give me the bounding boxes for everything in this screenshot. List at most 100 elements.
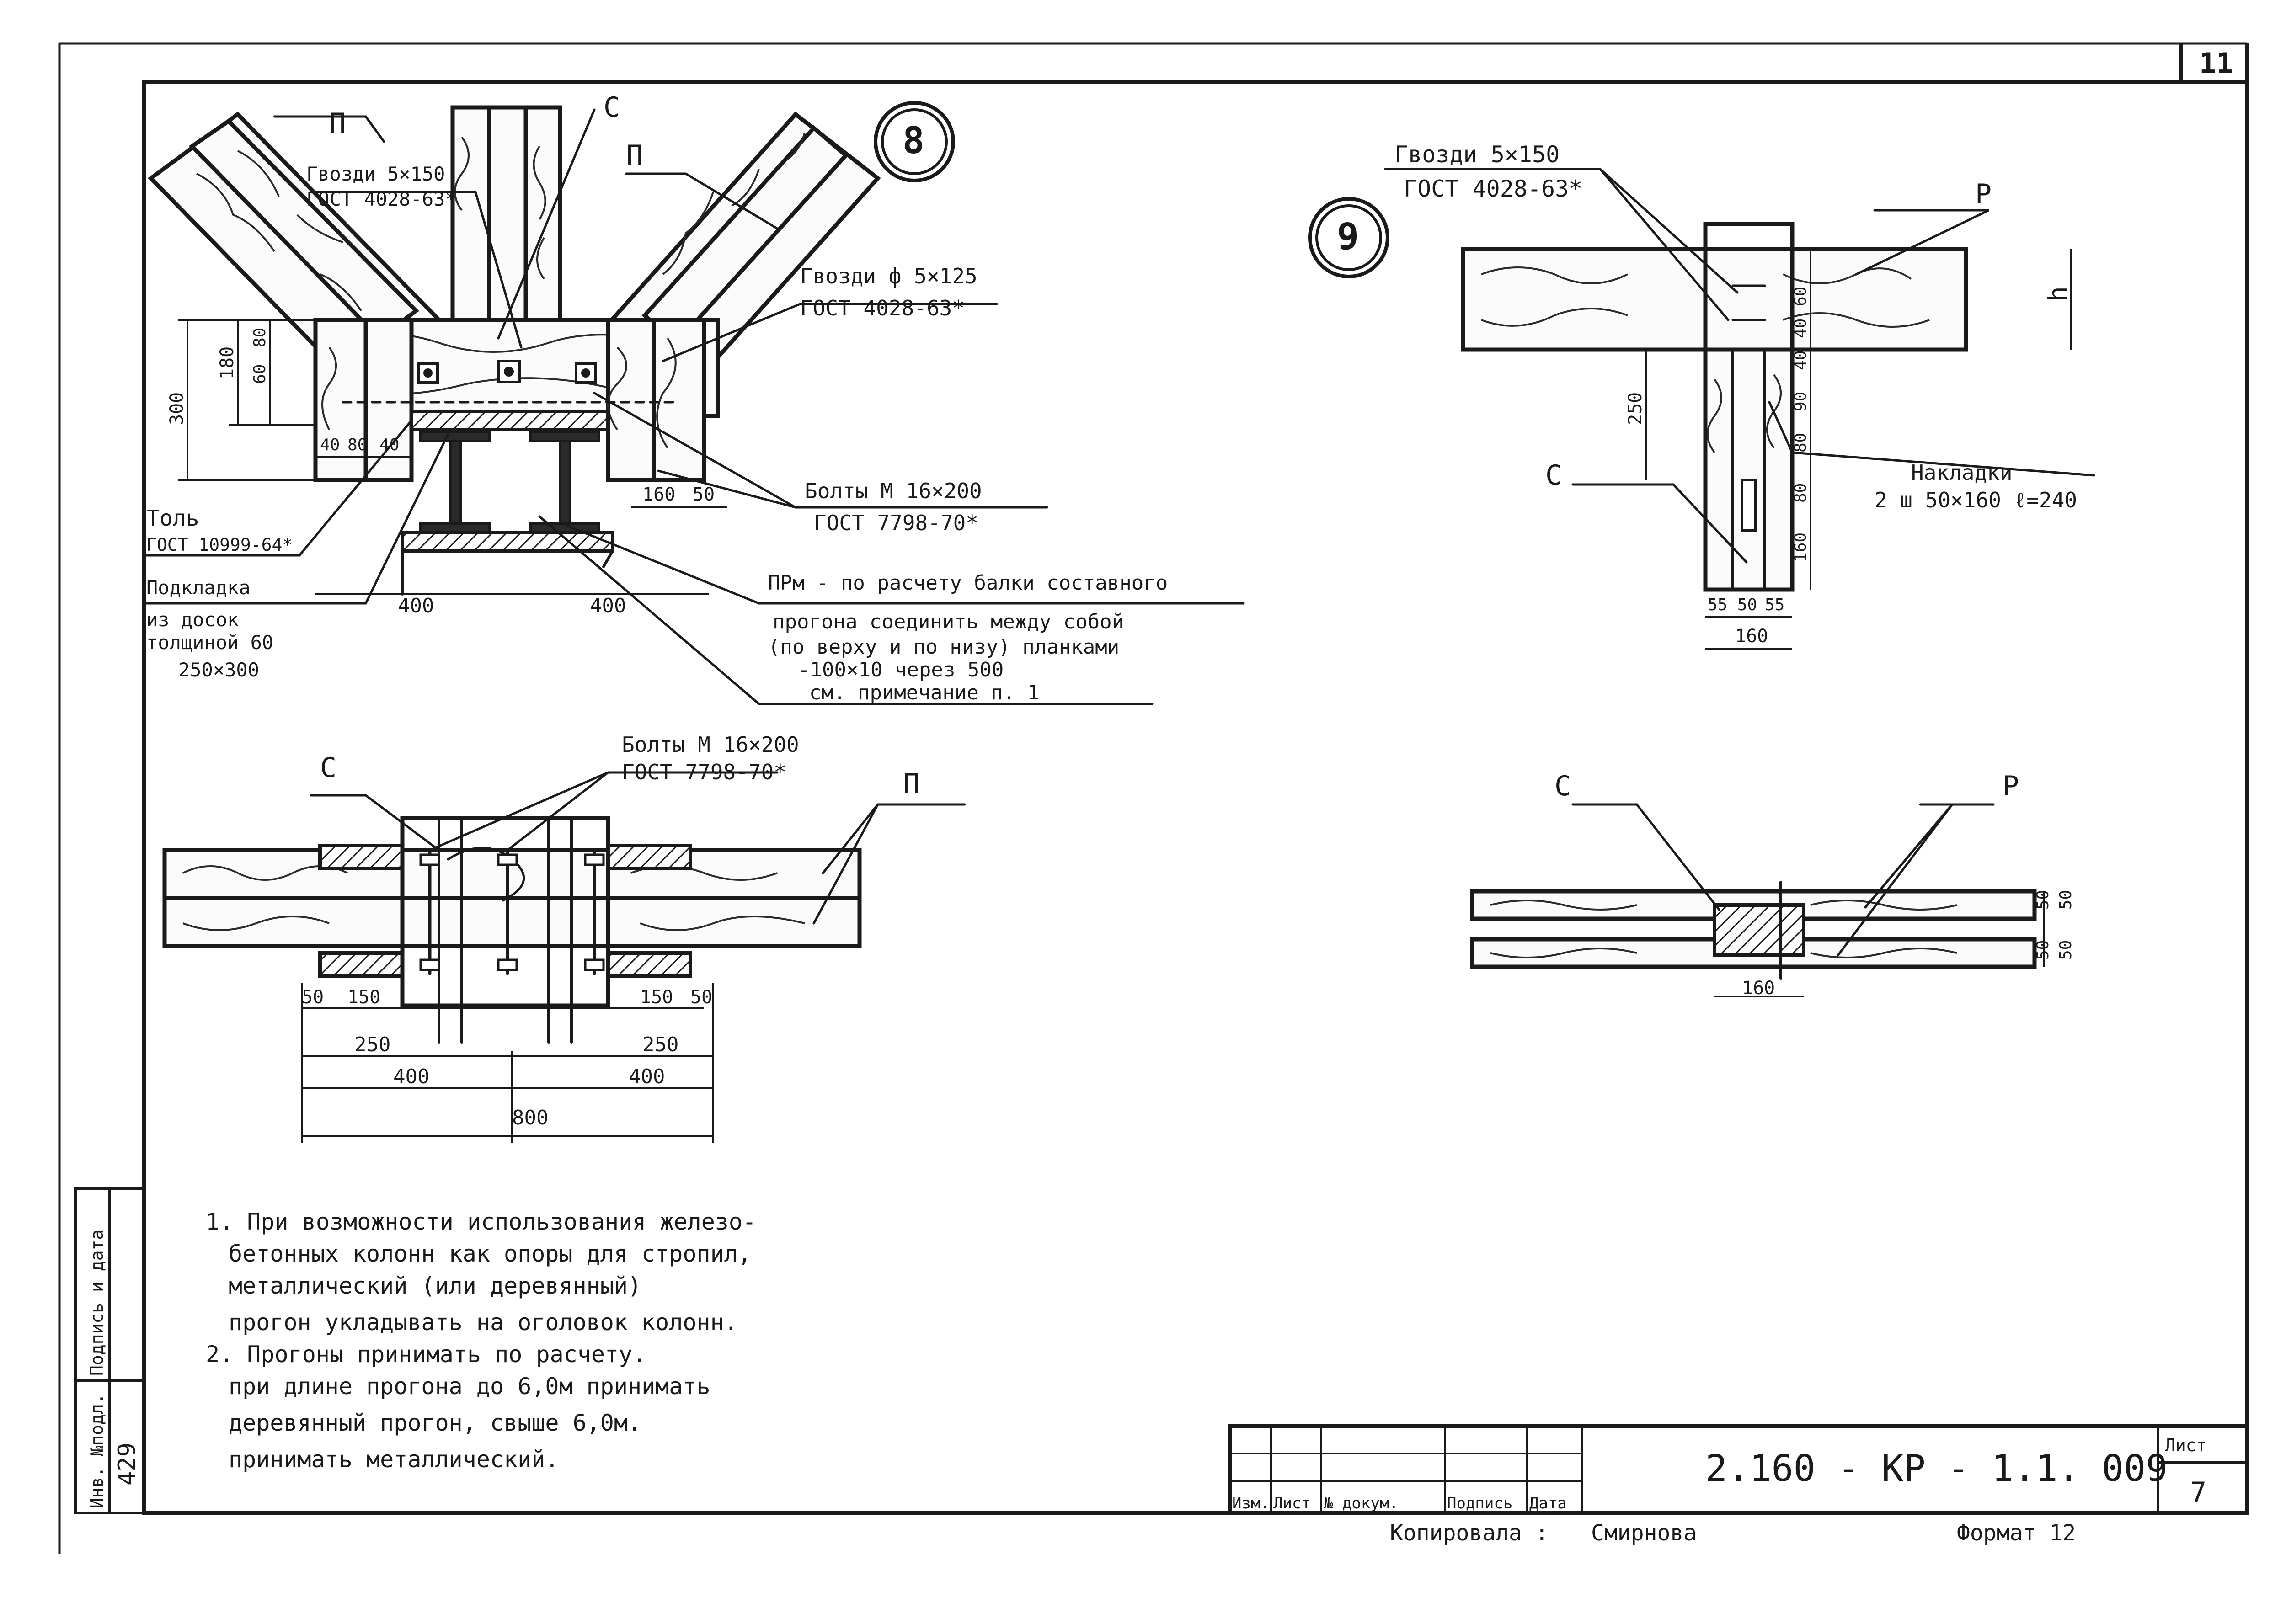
detail-9-labels: Гвозди 5×150 ГОСТ 4028-63* Р h С Накладк… [1394, 141, 2077, 647]
svg-text:60: 60 [251, 364, 269, 384]
svg-text:150: 150 [640, 987, 673, 1008]
prm-line5: см. примечание п. 1 [809, 681, 1039, 704]
nails-1-line2: ГОСТ 4028-63* [306, 188, 457, 210]
svg-text:80: 80 [1791, 433, 1810, 453]
drawing-code: 2.160 - КР - 1.1. 009 [1705, 1447, 2168, 1490]
svg-text:50: 50 [2056, 890, 2075, 910]
note-2-line2: при длине прогона до 6,0м принимать [229, 1373, 710, 1400]
svg-text:Изм.: Изм. [1232, 1494, 1270, 1512]
svg-text:Смирнова: Смирнова [1591, 1520, 1697, 1546]
pad-line2: из досок [146, 608, 239, 631]
detail-9-plan [1470, 803, 2045, 997]
detail-9-section: 9 [1308, 168, 2095, 650]
svg-text:40: 40 [1791, 351, 1810, 370]
svg-text:400: 400 [590, 594, 626, 618]
detail-8-plan [162, 771, 966, 1143]
svg-text:Дата: Дата [1529, 1494, 1567, 1512]
sheet-number: 11 [2199, 47, 2233, 80]
nails-1-line1: Гвозди 5×150 [306, 163, 445, 185]
note-1-line4: прогон укладывать на оголовок колонн. [229, 1309, 738, 1336]
svg-text:Гвозди 5×150: Гвозди 5×150 [1394, 141, 1560, 168]
note-1-line1: 1. При возможности использования железо- [206, 1209, 756, 1235]
svg-text:50: 50 [2034, 940, 2052, 960]
note-1-line3: металлический (или деревянный) [229, 1273, 641, 1299]
svg-text:250: 250 [642, 1033, 678, 1056]
svg-text:Лист: Лист [1273, 1494, 1311, 1512]
svg-text:55: 55 [1708, 596, 1727, 614]
pad-line1: Подкладка [146, 576, 251, 599]
svg-text:Подпись: Подпись [1447, 1494, 1512, 1512]
svg-text:80: 80 [251, 328, 269, 347]
svg-text:40: 40 [379, 436, 399, 454]
title-block: Изм. Лист № докум. Подпись Дата 2.160 - … [1228, 1424, 2249, 1515]
svg-text:160: 160 [1791, 532, 1810, 562]
pad-line4: 250×300 [178, 659, 259, 681]
svg-text:50: 50 [690, 987, 712, 1008]
note-2-line1: 2. Прогоны принимать по расчету. [206, 1341, 646, 1368]
note-2-line3: деревянный прогон, свыше 6,0м. [229, 1410, 641, 1436]
svg-text:180: 180 [217, 346, 238, 379]
prm-line2: прогона соединить между собой [773, 610, 1124, 634]
svg-text:150: 150 [347, 987, 380, 1008]
svg-text:7: 7 [2190, 1476, 2206, 1508]
svg-text:Копировала :: Копировала : [1390, 1520, 1549, 1546]
svg-text:400: 400 [629, 1065, 665, 1088]
svg-text:Лист: Лист [2165, 1435, 2207, 1455]
prm-line4: -100×10 через 500 [798, 658, 1004, 682]
detail-9-plan-labels: С Р 50 50 50 50 160 [1554, 770, 2075, 999]
tol-line2: ГОСТ 10999-64* [146, 535, 293, 555]
svg-text:160: 160 [1742, 978, 1775, 999]
note-1-line2: бетонных колонн как опоры для стропил, [229, 1241, 752, 1267]
prm-line1: ПРм - по расчету балки составного [768, 571, 1168, 595]
svg-text:Подпись и дата: Подпись и дата [87, 1230, 107, 1376]
footer: Копировала : Смирнова Формат 12 [1390, 1520, 2076, 1546]
svg-text:№ докум.: № докум. [1324, 1494, 1399, 1512]
detail-8-labels: П С П Гвозди 5×150 ГОСТ 4028-63* Гвозди … [146, 91, 1168, 704]
svg-text:400: 400 [393, 1065, 429, 1088]
svg-text:ГОСТ 7798-70*: ГОСТ 7798-70* [622, 760, 786, 784]
svg-text:h: h [2043, 286, 2073, 302]
svg-text:400: 400 [398, 594, 434, 618]
svg-text:50: 50 [693, 484, 715, 505]
svg-text:8: 8 [903, 119, 924, 162]
svg-text:80: 80 [347, 436, 367, 454]
svg-text:50: 50 [2034, 890, 2052, 910]
svg-text:50: 50 [302, 987, 324, 1008]
detail-8-marker [874, 101, 955, 182]
svg-text:Болты М 16×200: Болты М 16×200 [622, 732, 799, 757]
label-c: С [604, 91, 620, 123]
plan-post-c-9 [1713, 903, 1805, 957]
svg-text:160: 160 [1735, 626, 1768, 647]
svg-text:55: 55 [1765, 596, 1784, 614]
detail-9-marker [1308, 197, 1389, 278]
svg-text:Инв. №подл.: Инв. №подл. [87, 1393, 107, 1508]
notes: 1. При возможности использования железо-… [206, 1209, 756, 1473]
nails-2-line2: ГОСТ 4028-63* [800, 296, 965, 320]
svg-text:ГОСТ 4028-63*: ГОСТ 4028-63* [1404, 176, 1582, 202]
bolts-line1: Болты М 16×200 [805, 479, 982, 503]
svg-text:50: 50 [1737, 596, 1757, 614]
svg-text:П: П [903, 768, 919, 800]
svg-text:40: 40 [320, 436, 340, 454]
svg-text:160: 160 [642, 484, 675, 505]
svg-text:С: С [1554, 770, 1571, 802]
rafter-p [1461, 247, 1968, 352]
svg-text:9: 9 [1337, 215, 1359, 258]
svg-text:40: 40 [1791, 319, 1810, 338]
purlin-bottom [162, 896, 862, 948]
svg-text:300: 300 [166, 392, 187, 425]
svg-text:800: 800 [512, 1106, 548, 1129]
prm-line3: (по верху и по низу) планками [768, 635, 1119, 659]
svg-text:60: 60 [1791, 287, 1810, 306]
pad-line3: толщиной 60 [146, 631, 273, 654]
svg-text:80: 80 [1791, 483, 1810, 503]
bolts-line2: ГОСТ 7798-70* [814, 511, 978, 535]
svg-text:С: С [1545, 459, 1562, 491]
tol-line1: Толь [146, 506, 199, 531]
svg-text:429: 429 [113, 1443, 141, 1486]
svg-text:Р: Р [2003, 770, 2019, 802]
svg-text:250: 250 [1625, 392, 1646, 425]
support-pad [401, 531, 614, 553]
svg-text:90: 90 [1791, 392, 1810, 411]
